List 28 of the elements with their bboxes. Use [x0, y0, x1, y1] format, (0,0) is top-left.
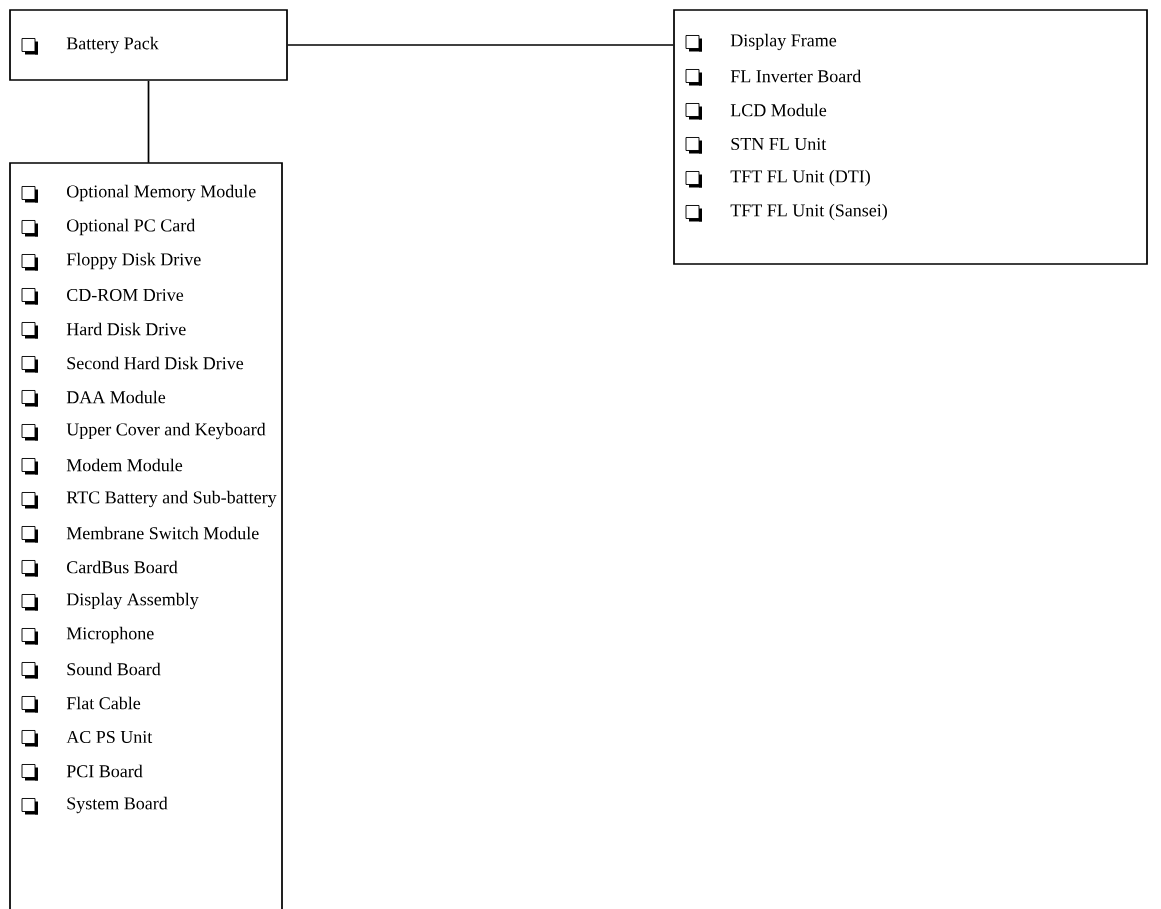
list-item: Hard Disk Drive	[66, 322, 186, 336]
list-item: STN FL Unit	[731, 137, 827, 151]
list-item: Optional Memory Module	[67, 184, 256, 202]
list-item: TFT FL Unit (DTI)	[730, 169, 870, 187]
list-item: CD-ROM Drive	[67, 288, 184, 302]
list-item: Battery Pack	[66, 36, 159, 54]
list-item: Upper Cover and Keyboard	[66, 422, 266, 440]
list-item: RTC Battery and Sub-battery	[66, 490, 277, 508]
list-item: Microphone	[66, 626, 154, 644]
connector-line	[147, 80, 150, 164]
list-item: Second Hard Disk Drive	[67, 356, 244, 370]
list-item: Flat Cable	[66, 696, 141, 710]
list-item: Display Assembly	[66, 592, 199, 610]
list-item: Modem Module	[66, 458, 183, 472]
list-item: Membrane Switch Module	[66, 526, 259, 540]
list-item: Sound Board	[67, 662, 161, 676]
list-item: LCD Module	[730, 103, 827, 117]
connector-line	[287, 44, 674, 46]
list-item: System Board	[67, 796, 168, 814]
list-item: Display Frame	[730, 33, 837, 51]
list-item: FL Inverter Board	[730, 69, 861, 83]
list-item: CardBus Board	[67, 560, 178, 574]
list-item: Floppy Disk Drive	[66, 252, 201, 270]
list-item: PCI Board	[66, 764, 143, 778]
list-item: TFT FL Unit (Sansei)	[730, 203, 887, 221]
list-item: DAA Module	[66, 390, 166, 404]
list-item: Optional PC Card	[67, 218, 196, 236]
list-item: AC PS Unit	[66, 730, 153, 744]
